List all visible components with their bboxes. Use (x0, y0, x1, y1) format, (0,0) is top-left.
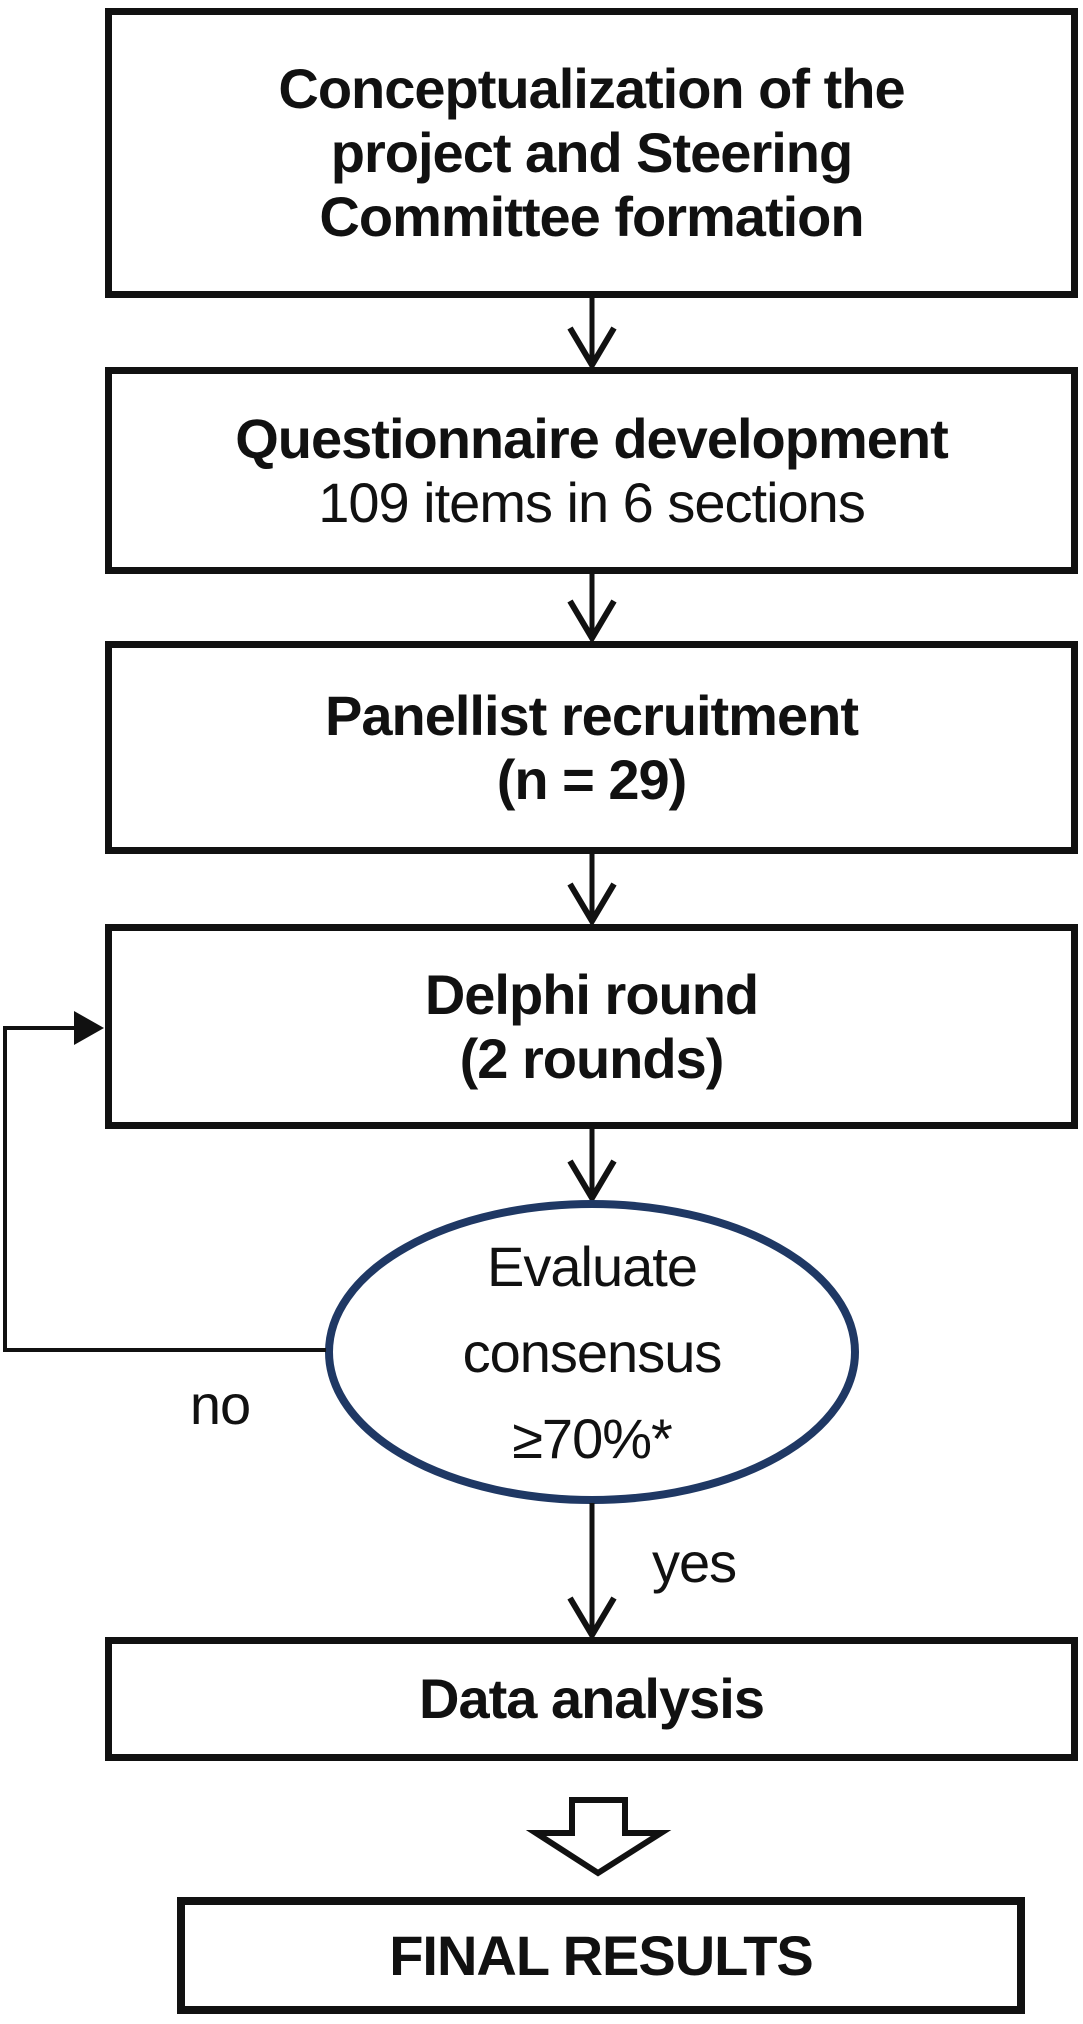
branch-label-no: no (189, 1373, 251, 1436)
node-delphi-round: Delphi round (2 rounds) (105, 924, 1078, 1129)
node-text-line: Questionnaire development (235, 406, 948, 470)
node-evaluate-consensus: Evaluate consensus ≥70%* (330, 1215, 854, 1490)
node-text-line: Panellist recruitment (325, 683, 859, 747)
node-text-line: Committee formation (319, 185, 864, 248)
arrow-right-head-icon (74, 1011, 104, 1045)
node-text-line: (n = 29) (496, 747, 688, 811)
node-text-line: Data analysis (419, 1667, 765, 1730)
node-text-line: ≥70%* (512, 1406, 673, 1470)
node-data-analysis: Data analysis (105, 1637, 1078, 1761)
node-final-results: FINAL RESULTS (177, 1897, 1025, 2014)
node-panellist-recruitment: Panellist recruitment (n = 29) (105, 641, 1078, 854)
arrow-down-icon (567, 1128, 617, 1204)
node-text-line: Conceptualization of the (278, 57, 905, 120)
node-text-line: FINAL RESULTS (389, 1923, 814, 1987)
node-text-line: Evaluate (487, 1234, 698, 1298)
node-conceptualization: Conceptualization of the project and Ste… (105, 8, 1078, 298)
node-text-line: consensus (462, 1320, 723, 1384)
arrow-down-icon (567, 853, 617, 927)
node-text-line: (2 rounds) (459, 1026, 725, 1090)
node-questionnaire-development: Questionnaire development 109 items in 6… (105, 367, 1078, 574)
node-text-line: Delphi round (424, 962, 759, 1026)
arrow-down-icon (567, 297, 617, 371)
block-arrow-down-icon (525, 1797, 672, 1877)
loop-back-arrow (3, 1011, 326, 1352)
decision-ellipse (325, 1200, 859, 1504)
node-text-line: 109 items in 6 sections (318, 470, 866, 534)
node-text-line: project and Steering (330, 121, 853, 184)
arrow-down-icon (567, 573, 617, 644)
arrow-down-icon (567, 1503, 617, 1641)
branch-label-yes: yes (652, 1531, 737, 1594)
